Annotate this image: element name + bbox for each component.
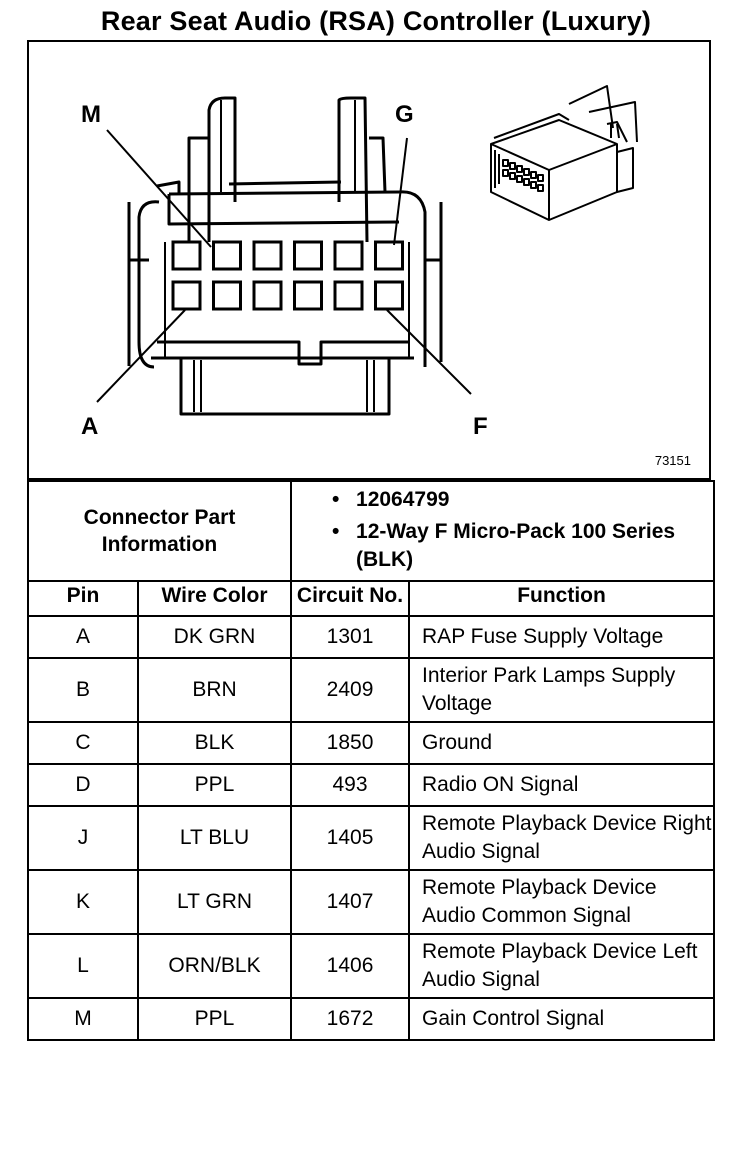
figure-id: 73151 bbox=[654, 453, 691, 468]
wire-color-cell: ORN/BLK bbox=[136, 933, 293, 999]
circuit-cell: 1301 bbox=[290, 615, 411, 659]
function-cell: Gain Control Signal bbox=[408, 997, 716, 1041]
leader-line-a bbox=[96, 309, 186, 403]
function-cell: Ground bbox=[408, 721, 716, 765]
page-title: Rear Seat Audio (RSA) Controller (Luxury… bbox=[100, 6, 652, 36]
circuit-cell: 1850 bbox=[290, 721, 411, 765]
connector-info-row: Connector Part Information 12064799 12-W… bbox=[26, 480, 716, 582]
cavity bbox=[212, 240, 242, 271]
circuit-cell: 493 bbox=[290, 763, 411, 807]
cavity bbox=[212, 280, 242, 311]
iso-cavity bbox=[502, 169, 509, 177]
circuit-cell: 1672 bbox=[290, 997, 411, 1041]
leader-line-m bbox=[106, 129, 212, 248]
function-cell: RAP Fuse Supply Voltage bbox=[408, 615, 716, 659]
function-cell: Remote Playback Device Right Audio Signa… bbox=[408, 805, 716, 871]
wire-color-cell: PPL bbox=[136, 763, 293, 807]
connector-pin-table: Connector Part Information 12064799 12-W… bbox=[26, 480, 716, 1041]
cavity bbox=[293, 240, 323, 271]
pin-cell: A bbox=[27, 615, 139, 659]
header-function: Function bbox=[408, 580, 716, 617]
iso-cavity bbox=[530, 171, 537, 179]
wire-color-cell: LT GRN bbox=[136, 869, 293, 935]
header-pin: Pin bbox=[27, 580, 139, 617]
wire-color-cell: BLK bbox=[136, 721, 293, 765]
iso-cavity bbox=[537, 174, 544, 182]
connector-diagram: M G A F 73151 bbox=[27, 40, 711, 480]
pin-cell: M bbox=[27, 997, 139, 1041]
iso-cavity bbox=[523, 178, 530, 186]
latch-left bbox=[207, 96, 237, 242]
cavity bbox=[374, 240, 404, 271]
cavity bbox=[333, 240, 364, 271]
cavity bbox=[252, 240, 283, 271]
header-circuit: Circuit No. bbox=[290, 580, 411, 617]
pin-cell: J bbox=[27, 805, 139, 871]
pin-cell: L bbox=[27, 933, 139, 999]
cavity bbox=[171, 240, 202, 271]
cavity bbox=[171, 280, 202, 311]
wire-color-cell: BRN bbox=[136, 657, 293, 723]
wire-color-cell: DK GRN bbox=[136, 615, 293, 659]
pin-label-a: A bbox=[81, 413, 98, 440]
connector-part-number: 12064799 bbox=[332, 486, 713, 514]
pin-label-f: F bbox=[473, 413, 488, 440]
circuit-cell: 1405 bbox=[290, 805, 411, 871]
iso-cavity bbox=[516, 165, 523, 173]
iso-cavity bbox=[502, 159, 509, 167]
iso-cavity bbox=[509, 172, 516, 180]
connector-isometric-icon bbox=[490, 85, 638, 221]
pin-cell: B bbox=[27, 657, 139, 723]
cavity bbox=[374, 280, 404, 311]
function-cell: Remote Playback Device Audio Common Sign… bbox=[408, 869, 716, 935]
header-wire-color: Wire Color bbox=[136, 580, 293, 617]
function-cell: Interior Park Lamps Supply Voltage bbox=[408, 657, 716, 723]
function-cell: Radio ON Signal bbox=[408, 763, 716, 807]
circuit-cell: 2409 bbox=[290, 657, 411, 723]
latch-right bbox=[337, 96, 369, 243]
iso-cavity bbox=[537, 184, 544, 192]
iso-cavity bbox=[509, 162, 516, 170]
pin-cell: C bbox=[27, 721, 139, 765]
cavity-grid bbox=[171, 240, 404, 311]
cavity bbox=[293, 280, 323, 311]
iso-cavity bbox=[523, 168, 530, 176]
function-cell: Remote Playback Device Left Audio Signal bbox=[408, 933, 716, 999]
wire-color-cell: LT BLU bbox=[136, 805, 293, 871]
cavity bbox=[333, 280, 364, 311]
iso-cavity bbox=[516, 175, 523, 183]
connector-face-view: M G A F bbox=[81, 85, 638, 440]
connector-info-value: 12064799 12-Way F Micro-Pack 100 Series … bbox=[290, 480, 716, 582]
circuit-cell: 1407 bbox=[290, 869, 411, 935]
leader-line-g bbox=[393, 137, 408, 246]
cavity bbox=[252, 280, 283, 311]
pin-cell: K bbox=[27, 869, 139, 935]
connector-description: 12-Way F Micro-Pack 100 Series (BLK) bbox=[332, 518, 713, 574]
leader-line-f bbox=[386, 309, 472, 395]
connector-info-label: Connector Part Information bbox=[26, 480, 293, 582]
wire-color-cell: PPL bbox=[136, 997, 293, 1041]
iso-cavity bbox=[530, 181, 537, 189]
pin-label-m: M bbox=[81, 101, 101, 128]
circuit-cell: 1406 bbox=[290, 933, 411, 999]
table-header-row: Pin Wire Color Circuit No. Function bbox=[27, 580, 716, 617]
pin-cell: D bbox=[27, 763, 139, 807]
pin-label-g: G bbox=[395, 101, 414, 128]
